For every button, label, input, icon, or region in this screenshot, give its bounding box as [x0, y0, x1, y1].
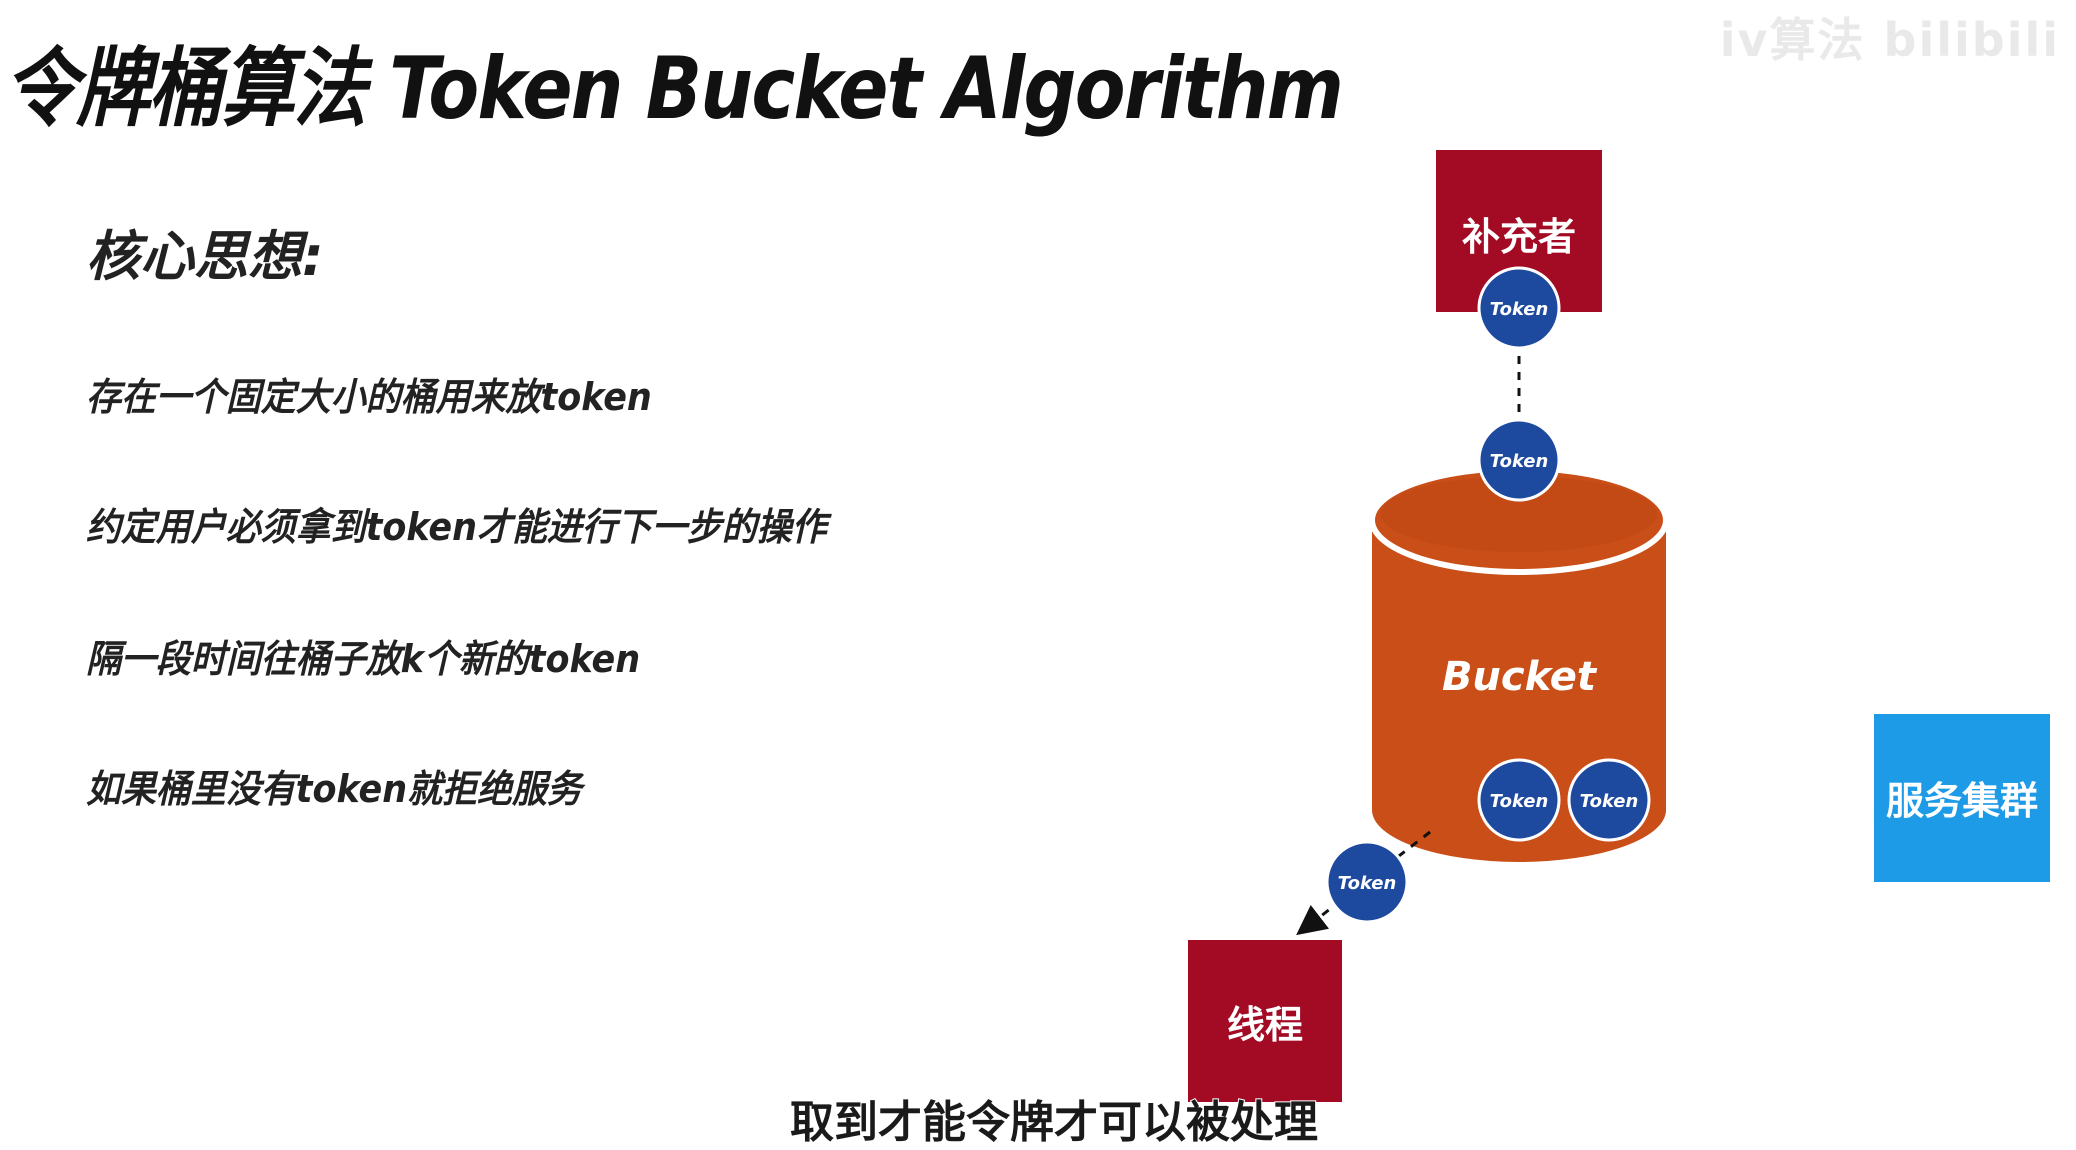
core-idea-heading: 核心思想: — [86, 225, 324, 288]
point-reject-when-empty: 如果桶里没有token就拒绝服务 — [86, 767, 582, 811]
thread-label: 线程 — [1227, 1003, 1303, 1047]
consume-path-line — [1296, 830, 1431, 936]
token-label: Token — [1490, 791, 1549, 812]
point-must-get-token: 约定用户必须拿到token才能进行下一步的操作 — [86, 505, 827, 549]
token-label: Token — [1580, 791, 1639, 812]
token-to-thread: Token — [1325, 840, 1409, 924]
token-label: Token — [1338, 873, 1397, 894]
token-bucket-diagram: 补充者 Bucket Token Token Token Token Token… — [1188, 150, 2050, 1102]
token-at-refiller: Token — [1477, 266, 1561, 350]
token-label: Token — [1490, 299, 1549, 320]
token-label: Token — [1490, 451, 1549, 472]
token-in-bucket-2: Token — [1567, 758, 1651, 842]
slide-title: 令牌桶算法 Token Bucket Algorithm — [4, 39, 1344, 139]
point-refill-k-tokens: 隔一段时间往桶子放k个新的token — [86, 637, 641, 681]
watermark-logo: iv算法 bilibili — [1719, 13, 2060, 67]
service-cluster-box: 服务集群 — [1874, 714, 2050, 882]
bucket-label: Bucket — [1442, 654, 1598, 700]
token-falling: Token — [1477, 418, 1561, 502]
service-cluster-label: 服务集群 — [1886, 779, 2038, 823]
point-fixed-bucket: 存在一个固定大小的桶用来放token — [86, 375, 652, 419]
thread-box: 线程 — [1188, 940, 1342, 1102]
refiller-label: 补充者 — [1462, 215, 1576, 259]
token-in-bucket-1: Token — [1477, 758, 1561, 842]
video-subtitle: 取到才能令牌才可以被处理 — [789, 1096, 1319, 1149]
